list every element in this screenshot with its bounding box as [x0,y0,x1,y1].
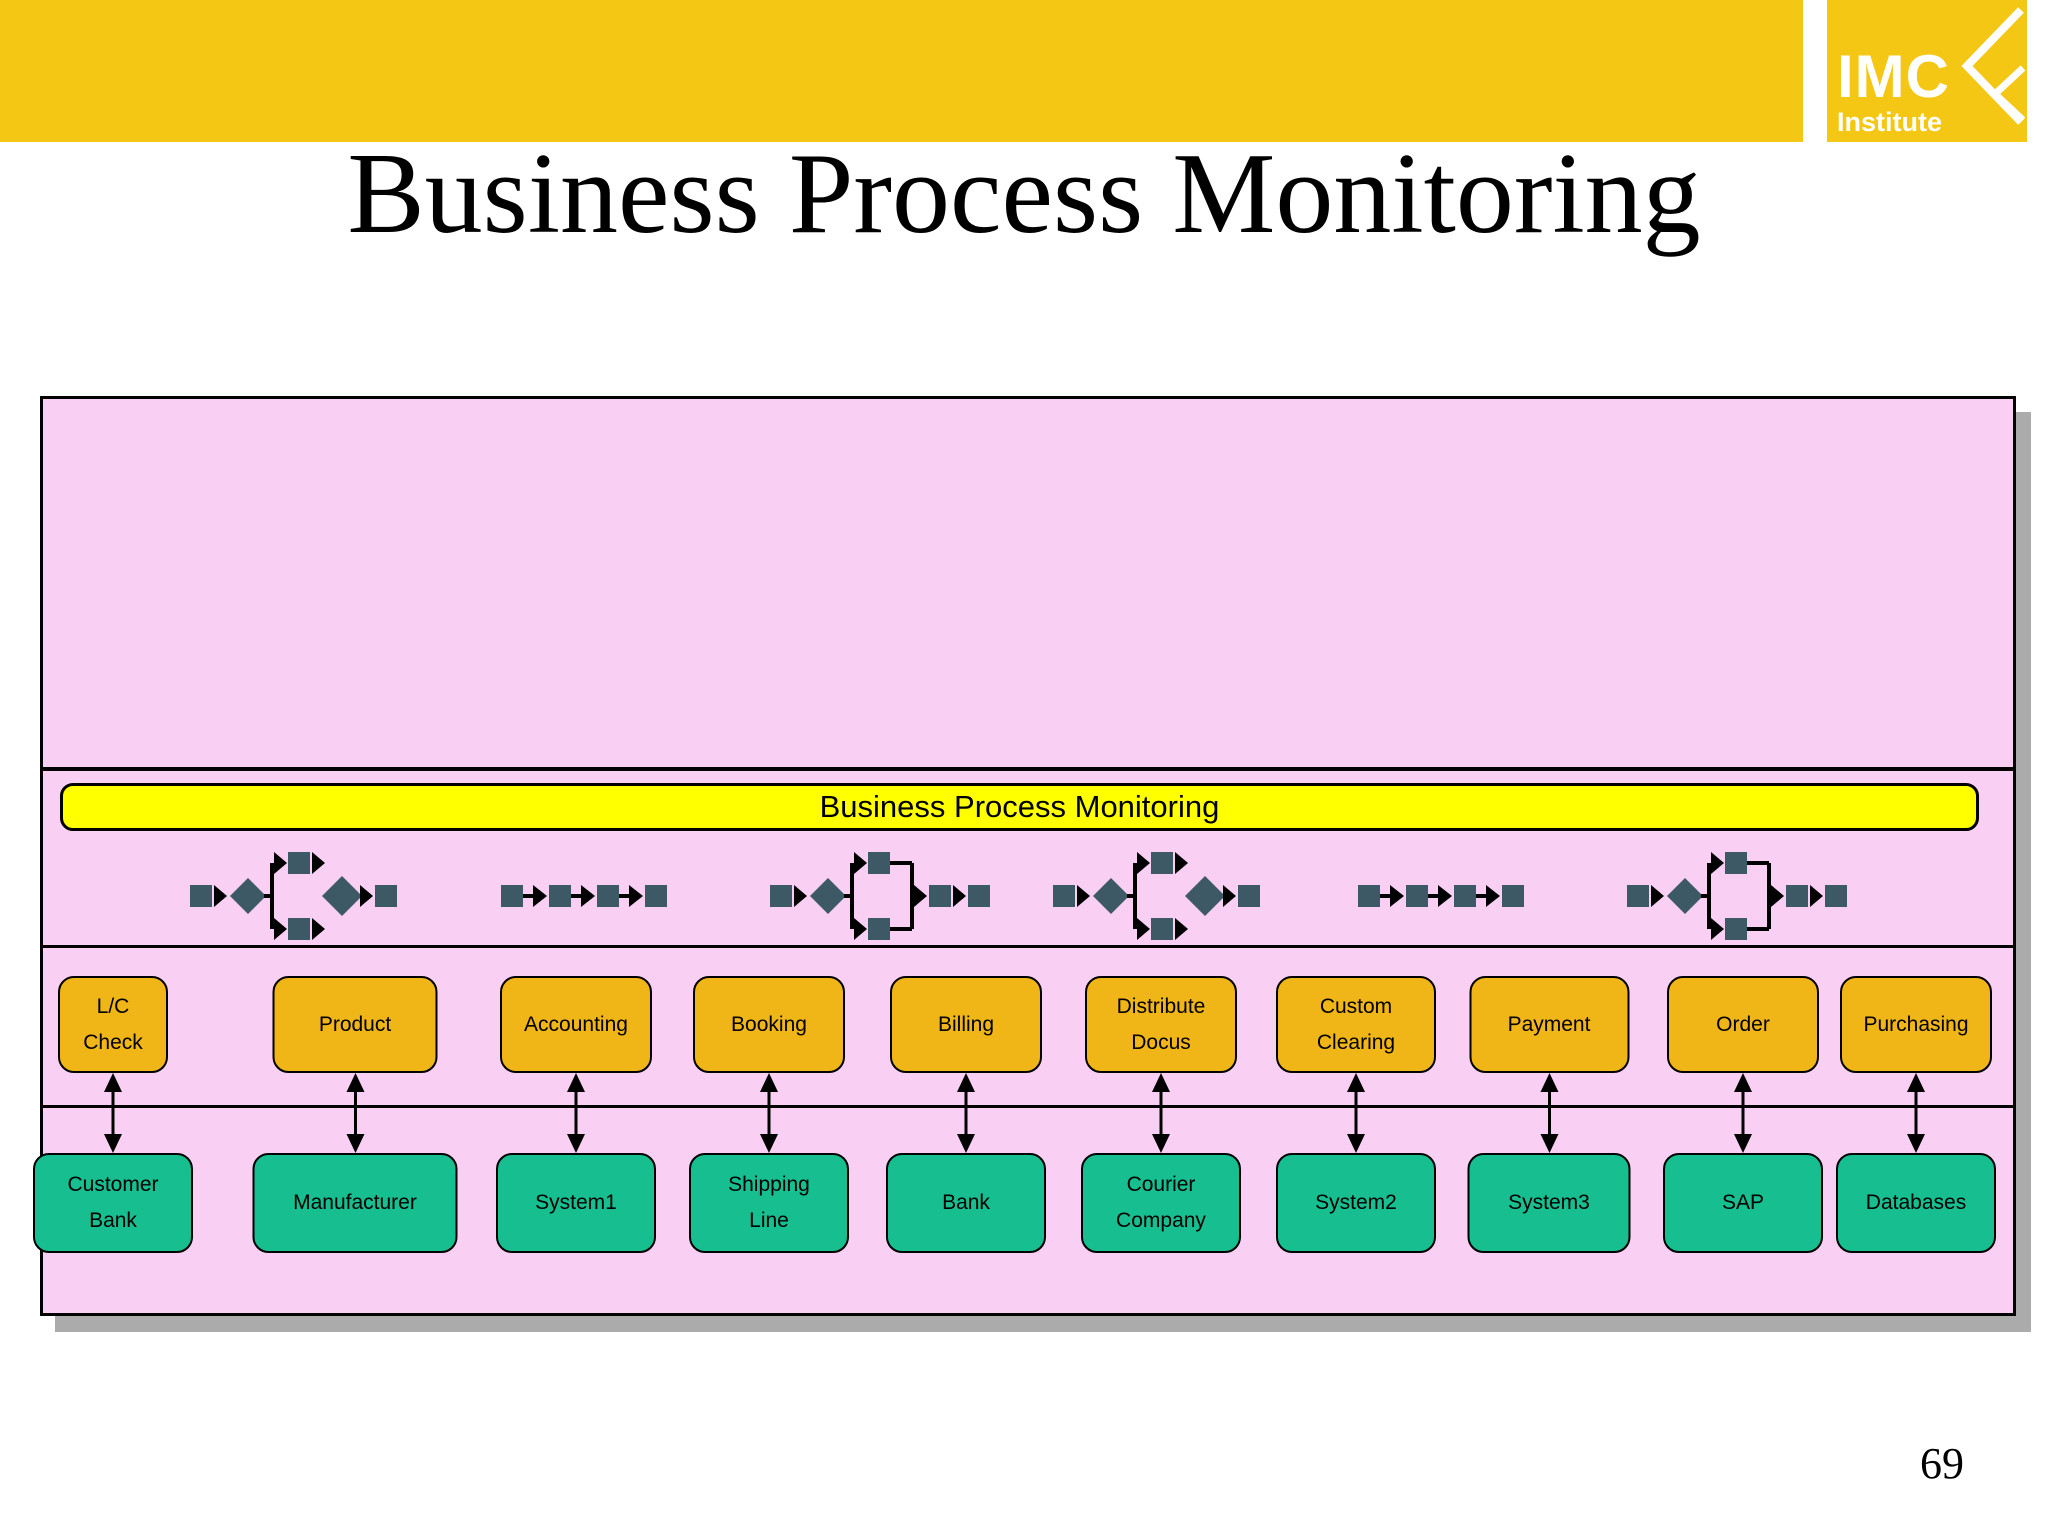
process-entity-column: Payment System3 [1467,976,1631,1253]
process-box: Booking [693,976,845,1073]
double-headed-arrow-icon [567,1073,585,1153]
process-entity-column: Purchasing Databases [1836,976,1996,1253]
section-divider [43,945,2013,948]
double-headed-arrow-icon [1347,1073,1365,1153]
entity-label: Courier Company [1116,1173,1206,1232]
page-number: 69 [1920,1439,1964,1488]
section-divider [43,1105,2013,1108]
workflow-split-merge-icon [190,851,410,948]
double-headed-arrow-icon [760,1073,778,1153]
diagram-panel: Business Process Monitoring L/C Check Cu… [33,396,2016,1316]
workflow-split-bracket-icon [1627,851,1867,948]
double-headed-arrow-icon [1734,1073,1752,1153]
process-label: Order [1716,1012,1770,1036]
process-entity-column: Custom Clearing System2 [1276,976,1436,1253]
entity-label: System2 [1315,1191,1397,1215]
entity-label: Databases [1865,1191,1967,1215]
process-label: Payment [1507,1012,1591,1036]
entity-box: Courier Company [1081,1153,1241,1253]
page-title: Business Process Monitoring [347,130,1701,258]
double-headed-arrow-icon [346,1073,364,1153]
process-entity-column: Booking Shipping Line [689,976,849,1253]
process-label: Product [318,1012,392,1036]
process-box: Distribute Docus [1085,976,1237,1073]
double-headed-arrow-icon [1152,1073,1170,1153]
process-box: Payment [1469,976,1629,1073]
process-label: Distribute Docus [1116,994,1206,1054]
process-entity-column: Accounting System1 [496,976,656,1253]
monitoring-banner: Business Process Monitoring [60,783,1979,831]
entity-box: System3 [1467,1153,1631,1253]
entity-label: System1 [535,1191,617,1215]
imc-chevron-icon [1961,7,2025,125]
process-label: Purchasing [1863,1012,1969,1036]
entity-box: SAP [1663,1153,1823,1253]
process-entity-column: Distribute Docus Courier Company [1081,976,1241,1253]
process-box: Purchasing [1840,976,1992,1073]
workflow-sequence-icon [501,851,691,948]
process-box: L/C Check [58,976,168,1073]
process-box: Billing [890,976,1042,1073]
process-label: Accounting [524,1012,628,1036]
process-entity-column: L/C Check Customer Bank [33,976,193,1253]
entity-box: Shipping Line [689,1153,849,1253]
imc-logo-subtitle: Institute [1837,107,1942,137]
workflow-split-bracket-icon [770,851,1010,948]
workflow-sequence-icon [1358,851,1548,948]
entity-box: Bank [886,1153,1046,1253]
section-divider [43,767,2013,771]
entity-label: Bank [942,1191,990,1215]
imc-logo: IMC Institute [1827,0,2027,142]
double-headed-arrow-icon [104,1073,122,1153]
imc-logo-text: IMC Institute [1827,47,1950,142]
process-label: Booking [731,1012,807,1036]
process-box: Product [272,976,438,1073]
process-box: Accounting [500,976,652,1073]
process-label: Billing [937,1012,995,1036]
entity-box: Customer Bank [33,1153,193,1253]
entity-box: Manufacturer [252,1153,458,1253]
entity-label: System3 [1508,1191,1590,1215]
process-entity-column: Billing Bank [886,976,1046,1253]
process-box: Custom Clearing [1276,976,1436,1073]
process-entity-column: Order SAP [1663,976,1823,1253]
header-banner [0,0,1803,142]
double-headed-arrow-icon [957,1073,975,1153]
double-headed-arrow-icon [1907,1073,1925,1153]
process-label: L/C Check [83,994,143,1054]
entity-label: Customer Bank [67,1173,159,1232]
imc-logo-wordmark: IMC [1837,43,1950,110]
monitoring-banner-label: Business Process Monitoring [819,789,1220,824]
process-entity-column: Product Manufacturer [252,976,458,1253]
double-headed-arrow-icon [1540,1073,1558,1153]
entity-label: Manufacturer [293,1191,417,1215]
entity-box: System1 [496,1153,656,1253]
entity-box: Databases [1836,1153,1996,1253]
process-label: Custom Clearing [1316,994,1396,1054]
entity-box: System2 [1276,1153,1436,1253]
entity-label: SAP [1721,1191,1765,1215]
entity-label: Shipping Line [728,1173,810,1232]
process-box: Order [1667,976,1819,1073]
workflow-split-merge-icon [1053,851,1273,948]
